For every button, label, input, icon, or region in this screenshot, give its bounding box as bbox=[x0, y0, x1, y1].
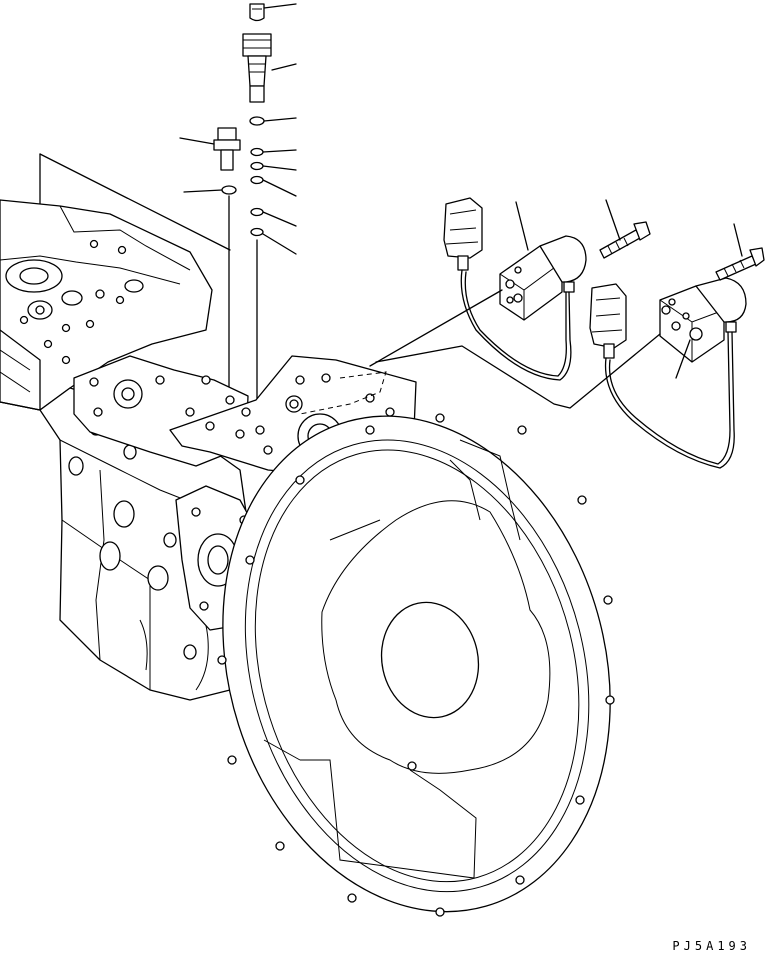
connector-icon bbox=[590, 284, 626, 358]
leader-line-icon bbox=[40, 154, 230, 250]
connector-icon bbox=[444, 198, 482, 270]
plug-icon bbox=[250, 4, 296, 21]
leader-line-icon bbox=[606, 200, 620, 240]
leader-line-icon bbox=[376, 334, 660, 408]
flywheel-housing-icon bbox=[166, 370, 666, 956]
leader-line-icon bbox=[516, 202, 528, 250]
solenoid-valve-icon bbox=[660, 278, 746, 362]
fitting-icon bbox=[180, 128, 240, 170]
leader-line-icon bbox=[606, 332, 735, 468]
pump-assembly-icon bbox=[0, 200, 416, 700]
fitting-icon bbox=[243, 34, 296, 102]
leader-line-icon bbox=[734, 224, 742, 256]
leader-line-icon bbox=[461, 270, 571, 380]
leader-line-icon bbox=[370, 290, 502, 366]
o-ring-icon bbox=[184, 186, 236, 194]
leader-line-icon bbox=[465, 272, 566, 376]
bolt-icon bbox=[600, 222, 650, 258]
o-ring-icon bbox=[250, 117, 296, 254]
drawing-code: PJ5A193 bbox=[672, 939, 751, 953]
bolt-icon bbox=[716, 248, 764, 280]
leader-line-icon bbox=[610, 332, 730, 464]
leader-line-icon bbox=[676, 340, 690, 378]
solenoid-valve-icon bbox=[500, 236, 586, 320]
